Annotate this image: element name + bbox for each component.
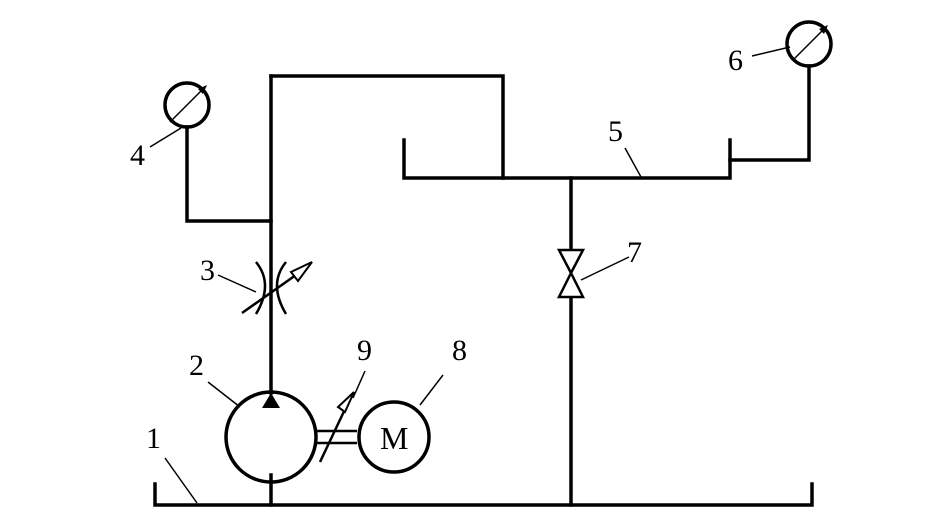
pressure-gauge-icon — [163, 81, 273, 223]
label-throttle-valve: 3 — [200, 254, 215, 287]
throttle-valve-icon — [241, 261, 313, 315]
stop-valve-icon — [556, 248, 586, 299]
label-manifold: 5 — [608, 115, 623, 148]
coupling-shaft — [316, 429, 357, 445]
variable-arrow-icon — [318, 391, 355, 463]
leader-lines — [149, 46, 791, 504]
label-coupling: 9 — [357, 334, 372, 367]
pressure-line-top — [269, 74, 505, 180]
label-pump: 2 — [189, 349, 204, 382]
label-stop-valve: 7 — [627, 236, 642, 269]
label-gauge-right: 6 — [728, 44, 743, 77]
tank — [153, 482, 814, 507]
label-motor: 8 — [452, 334, 467, 367]
motor-icon: M — [357, 400, 431, 474]
label-gauge-left: 4 — [130, 139, 145, 172]
pump-icon — [224, 390, 318, 484]
motor-symbol: M — [380, 420, 408, 456]
pressure-gauge-icon — [728, 20, 833, 162]
manifold — [402, 138, 732, 180]
label-tank: 1 — [146, 422, 161, 455]
